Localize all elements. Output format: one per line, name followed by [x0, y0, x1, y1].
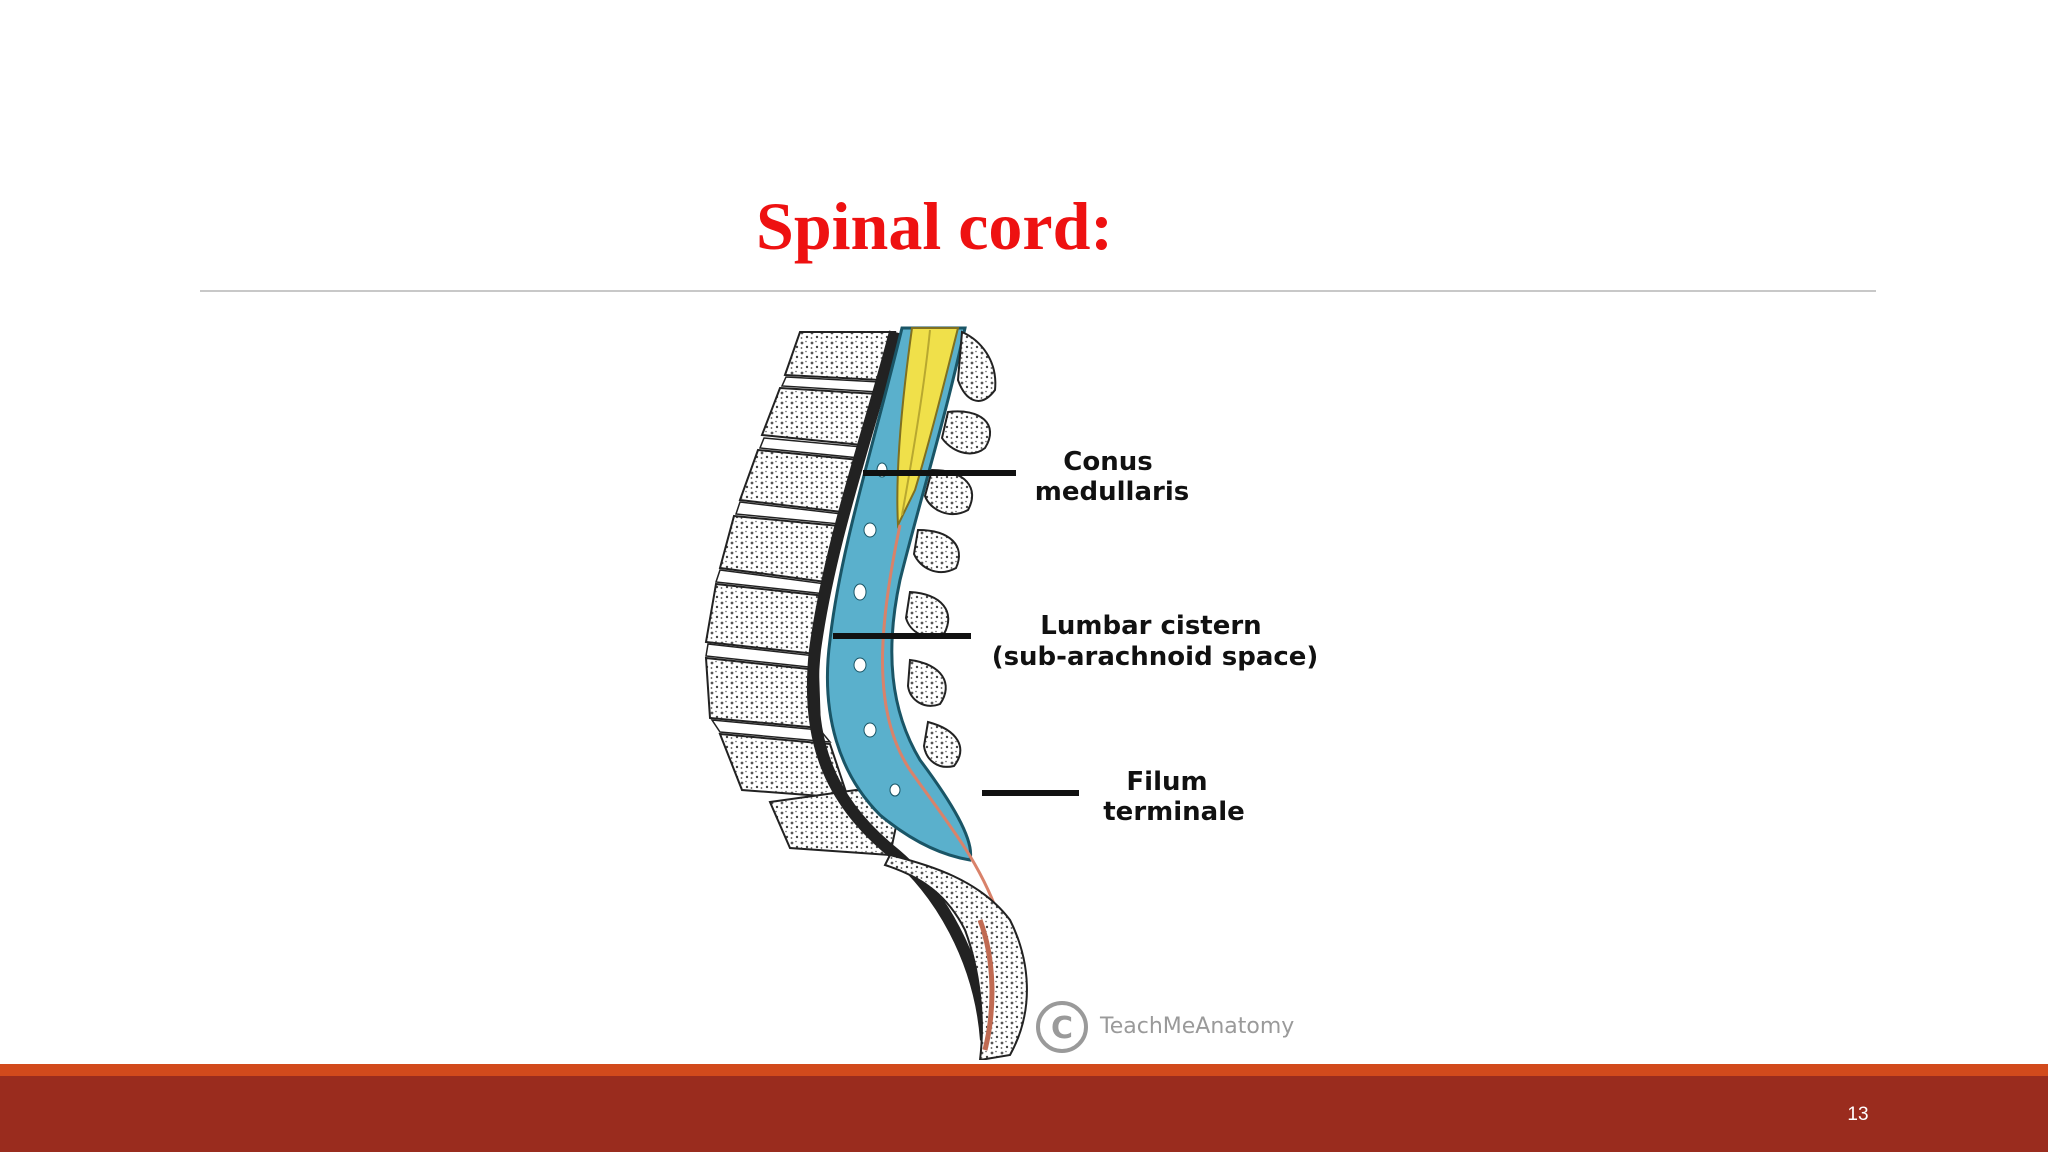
footer-accent-stripe: [0, 1064, 2048, 1076]
slide-title: Spinal cord:: [756, 188, 1114, 264]
conus-leader: [863, 470, 1016, 476]
watermark-text: TeachMeAnatomy: [1099, 1014, 1294, 1039]
filum-label-line2: terminale: [1103, 797, 1245, 827]
svg-text:C: C: [1051, 1011, 1073, 1046]
filum-leader: [982, 790, 1079, 796]
title-divider: [200, 290, 1876, 292]
ligament-line: [806, 330, 992, 1041]
cistern-label-line1: Lumbar cistern: [1040, 611, 1261, 641]
filum-label-line1: Filum: [1126, 767, 1207, 797]
dural-sac-csf: [826, 326, 973, 862]
sacral-canal: [977, 919, 995, 1051]
page-number: 13: [1847, 1104, 1869, 1125]
sacrum: [883, 853, 1028, 1060]
cistern-leader: [833, 633, 971, 639]
cistern-label-line2: (sub-arachnoid space): [992, 642, 1319, 672]
footer-bar: [0, 1076, 2048, 1152]
conus-label-line2: medullaris: [1035, 477, 1189, 507]
spinous-processes: [904, 330, 997, 768]
intervertebral-discs: [705, 376, 881, 743]
spinal-cord-diagram: Conus medullaris Lumbar cistern (sub-ara…: [680, 320, 1380, 1060]
conus-label-line1: Conus: [1063, 447, 1152, 477]
csf-bubbles: [853, 462, 901, 797]
copyright-icon: C: [1036, 1001, 1088, 1053]
